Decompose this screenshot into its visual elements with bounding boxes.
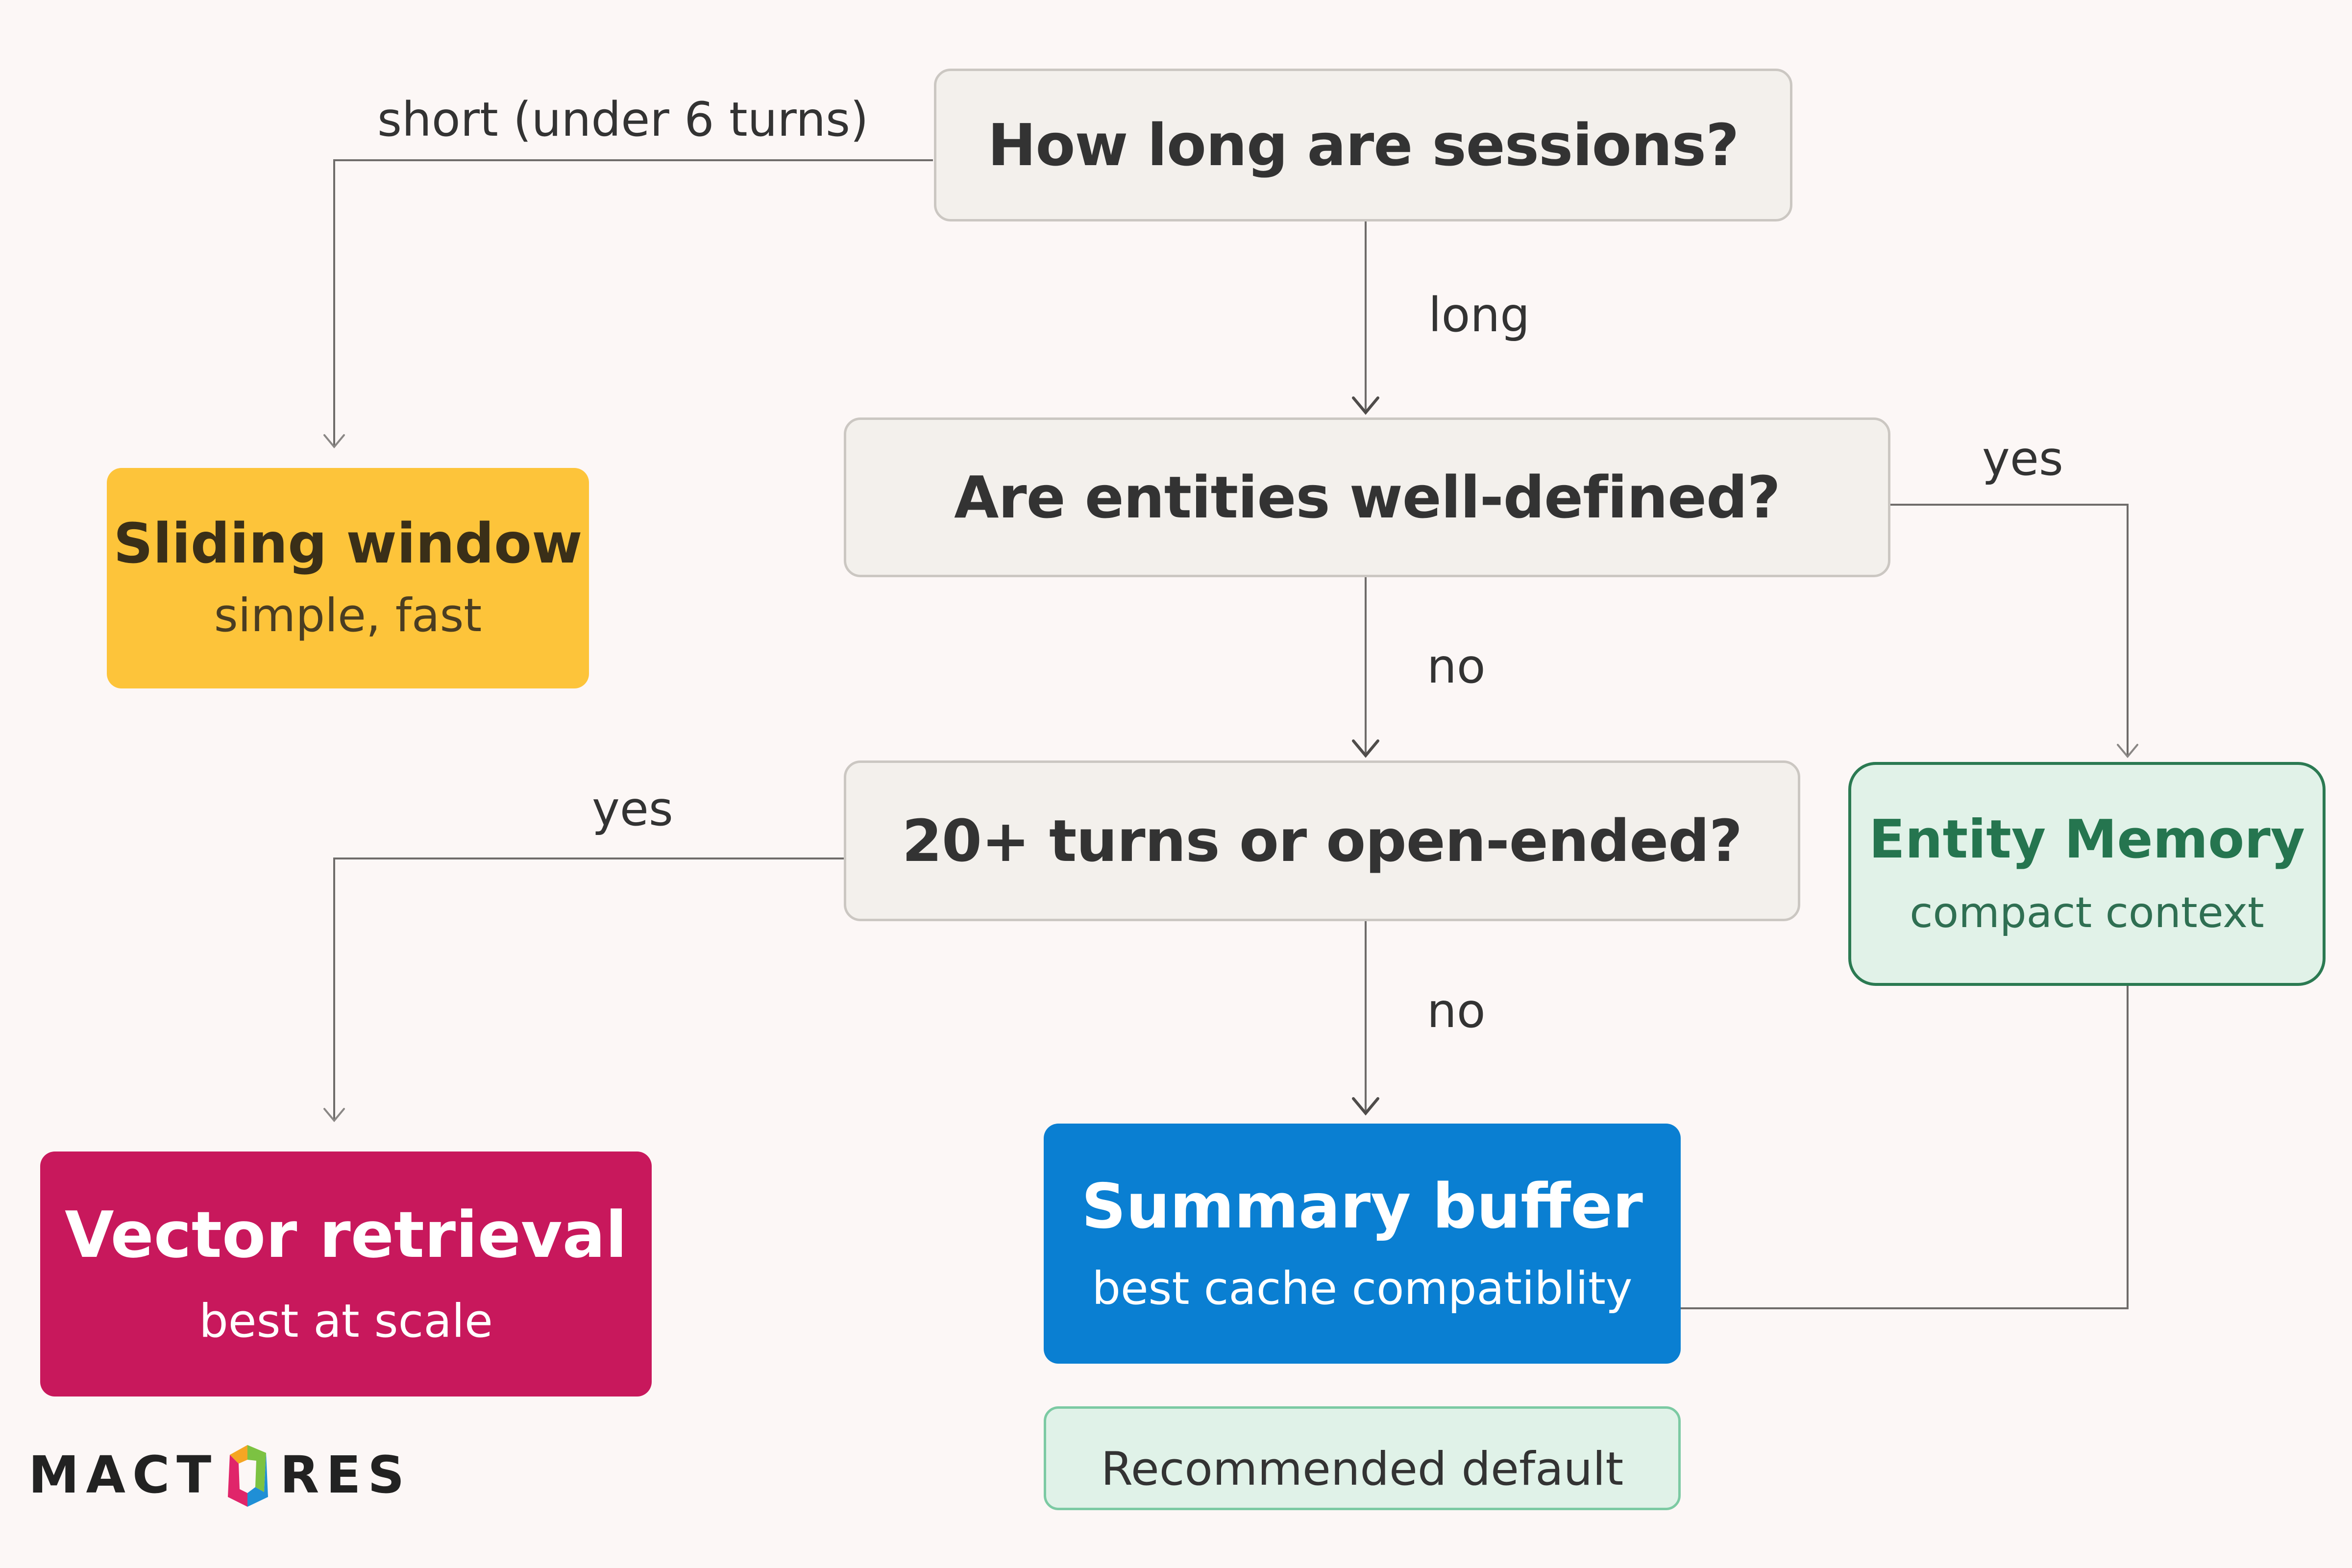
decision-entities-defined: Are entities well-defined? (844, 417, 1890, 577)
edge-sessions-short-arrowhead (323, 434, 345, 449)
edge-sessions-short (333, 159, 933, 446)
decision-turn-count: 20+ turns or open-ended? (844, 760, 1800, 921)
outcome-entity-memory-title: Entity Memory (1868, 808, 2305, 870)
decision-entities-defined-text: Are entities well-defined? (954, 464, 1781, 531)
edge-label-entities-no: no (1427, 639, 1486, 694)
edge-entities-yes-arrowhead (2117, 744, 2138, 759)
outcome-sliding-window-subtitle: simple, fast (214, 589, 482, 642)
edge-label-long: long (1428, 288, 1530, 343)
decision-session-length: How long are sessions? (934, 69, 1792, 221)
outcome-vector-retrieval-subtitle: best at scale (199, 1295, 493, 1348)
edge-label-turns-no: no (1427, 983, 1486, 1038)
logo-text-start: MACT (28, 1445, 219, 1505)
logo-mark-icon (228, 1445, 269, 1507)
edge-turns-yes (333, 858, 844, 1120)
outcome-vector-retrieval: Vector retrieval best at scale (40, 1152, 652, 1396)
edge-turns-no-arrowhead (1352, 1097, 1379, 1116)
edge-entities-no-arrowhead (1352, 739, 1379, 758)
edge-entity-to-summary (1681, 986, 2129, 1309)
outcome-summary-buffer: Summary buffer best cache compatiblity (1044, 1124, 1681, 1364)
outcome-sliding-window: Sliding window simple, fast (107, 468, 589, 688)
outcome-sliding-window-title: Sliding window (113, 512, 583, 576)
decision-session-length-text: How long are sessions? (987, 111, 1740, 179)
outcome-vector-retrieval-title: Vector retrieval (65, 1197, 627, 1272)
outcome-summary-buffer-subtitle: best cache compatiblity (1092, 1262, 1633, 1315)
outcome-entity-memory-subtitle: compact context (1910, 888, 2264, 937)
recommended-default-text: Recommended default (1101, 1442, 1624, 1496)
edge-label-short: short (under 6 turns) (377, 92, 869, 147)
decision-turn-count-text: 20+ turns or open-ended? (902, 807, 1742, 875)
edge-turns-yes-arrowhead (323, 1108, 345, 1123)
outcome-entity-memory: Entity Memory compact context (1848, 762, 2326, 986)
edge-label-entities-yes: yes (1982, 431, 2063, 486)
logo-text-end: RES (280, 1445, 412, 1505)
edge-label-turns-yes: yes (592, 782, 673, 836)
recommended-default-badge: Recommended default (1044, 1406, 1681, 1510)
edge-sessions-long-arrowhead (1352, 396, 1379, 415)
edge-entities-yes (1890, 504, 2129, 756)
outcome-summary-buffer-title: Summary buffer (1081, 1170, 1643, 1243)
company-logo: MACT RES (28, 1438, 411, 1512)
